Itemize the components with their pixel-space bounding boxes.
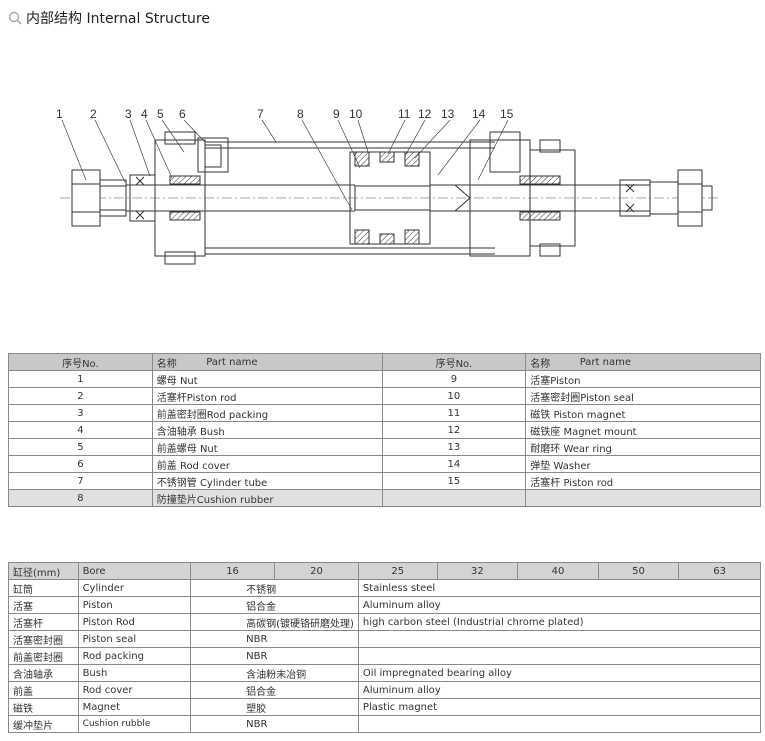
callout-12: 12 (418, 107, 432, 121)
material-en (358, 647, 762, 665)
header-name-cn-left: 名称 (151, 353, 203, 371)
material-cn: 含油粉末冶铜 (190, 664, 359, 682)
material-en: Aluminum alloy (358, 681, 762, 699)
callout-4: 4 (141, 107, 148, 121)
callout-15: 15 (500, 107, 514, 121)
callout-7: 7 (257, 107, 264, 121)
callout-5: 5 (157, 107, 164, 121)
component-cn: 含油轴承 (8, 664, 79, 682)
cylinder-cross-section-diagram: 1 2 3 4 5 6 7 8 9 10 11 12 13 14 15 (56, 107, 720, 265)
callout-14: 14 (472, 107, 486, 121)
component-en: Bush (77, 664, 192, 682)
component-en: Cylinder (77, 579, 192, 597)
material-en: Oil impregnated bearing alloy (358, 664, 762, 682)
material-cn: NBR (190, 630, 359, 648)
bore-value: 20 (274, 562, 359, 580)
header-part-name-right: Part name (575, 353, 761, 371)
material-cn: 不锈钢 (190, 579, 359, 597)
material-en: Plastic magnet (358, 698, 762, 716)
material-cn: 铝合金 (190, 596, 359, 614)
bore-value: 63 (678, 562, 761, 580)
bore-cn-label: 缸径(mm) (8, 562, 79, 580)
component-cn: 前盖密封圈 (8, 647, 79, 665)
header-no-right: 序号No. (381, 353, 527, 371)
component-cn: 活塞杆 (8, 613, 79, 631)
component-en: Rod cover (77, 681, 192, 699)
bore-value: 32 (436, 562, 519, 580)
component-cn: 前盖 (8, 681, 79, 699)
component-en: Magnet (77, 698, 192, 716)
header-name-cn-right: 名称 (525, 353, 576, 371)
bore-en-label: Bore (77, 562, 192, 580)
callout-8: 8 (297, 107, 304, 121)
callout-6: 6 (179, 107, 186, 121)
callout-3: 3 (125, 107, 132, 121)
component-en: Rod packing (77, 647, 192, 665)
material-en: high carbon steel (Industrial chrome pla… (358, 613, 762, 631)
component-cn: 磁铁 (8, 698, 79, 716)
material-cn: NBR (190, 647, 359, 665)
material-cn: NBR (190, 715, 359, 733)
material-en: Aluminum alloy (358, 596, 762, 614)
bore-value: 16 (190, 562, 276, 580)
component-en: Piston seal (77, 630, 192, 648)
material-cn: 铝合金 (190, 681, 359, 699)
material-en (358, 715, 762, 733)
component-cn: 缸筒 (8, 579, 79, 597)
callout-9: 9 (333, 107, 340, 121)
bore-value: 25 (357, 562, 438, 580)
callout-2: 2 (90, 107, 97, 121)
material-cn: 塑胶 (190, 698, 359, 716)
component-en: Piston (77, 596, 192, 614)
section-header: 内部结构 Internal Structure (8, 8, 210, 28)
component-en: Cushion rubble (77, 715, 192, 733)
bore-value: 50 (597, 562, 680, 580)
callout-1: 1 (56, 107, 63, 121)
bore-value: 40 (517, 562, 599, 580)
magnifier-icon (8, 11, 22, 25)
material-cn: 高碳钢(镀硬铬研磨处理) (190, 613, 359, 631)
component-cn: 活塞 (8, 596, 79, 614)
material-en: Stainless steel (358, 579, 762, 597)
section-title: 内部结构 Internal Structure (26, 11, 210, 27)
callout-10: 10 (349, 107, 363, 121)
component-en: Piston Rod (77, 613, 192, 631)
callout-11: 11 (398, 107, 411, 121)
component-cn: 活塞密封圈 (8, 630, 79, 648)
material-en (358, 630, 762, 648)
header-part-name-left: Part name (202, 353, 383, 371)
component-cn: 缓冲垫片 (8, 715, 79, 733)
header-no-left: 序号No. (8, 353, 153, 371)
callout-13: 13 (441, 107, 455, 121)
